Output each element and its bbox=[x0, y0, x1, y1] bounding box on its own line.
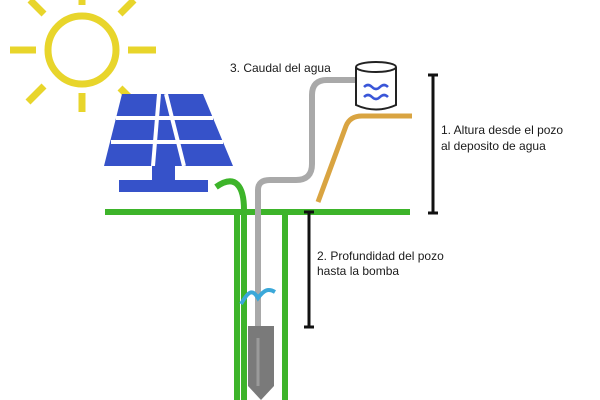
solar-panel-grid bbox=[111, 93, 223, 167]
tank-top bbox=[355, 61, 397, 73]
height-label-line1: 1. Altura desde el pozo bbox=[441, 123, 563, 137]
sun-disc bbox=[44, 12, 120, 88]
depth-label-line1: 2. Profundidad del pozo bbox=[317, 249, 444, 263]
well-water-wave bbox=[239, 288, 276, 306]
depth-measure bbox=[304, 210, 314, 329]
solar-panel-post bbox=[152, 166, 175, 180]
power-cable bbox=[214, 178, 247, 400]
sun-icon bbox=[10, 0, 156, 112]
height-measure bbox=[428, 73, 438, 215]
tank-wave-2 bbox=[363, 93, 389, 101]
height-label-line2: al deposito de agua bbox=[441, 139, 546, 153]
pump-body bbox=[248, 326, 274, 400]
solar-panel-icon bbox=[104, 93, 233, 192]
pump-icon bbox=[248, 326, 274, 400]
solar-panel-base bbox=[119, 180, 208, 192]
depth-label-line2: hasta la bomba bbox=[317, 264, 399, 278]
outlet-pipe bbox=[315, 113, 412, 203]
water-pipe bbox=[255, 77, 360, 328]
solar-panel-surface bbox=[104, 94, 233, 166]
sun-rays bbox=[10, 0, 156, 112]
flow-label: 3. Caudal del agua bbox=[230, 61, 331, 75]
water-tank-icon bbox=[355, 61, 397, 111]
tank-wave-1 bbox=[363, 83, 389, 91]
